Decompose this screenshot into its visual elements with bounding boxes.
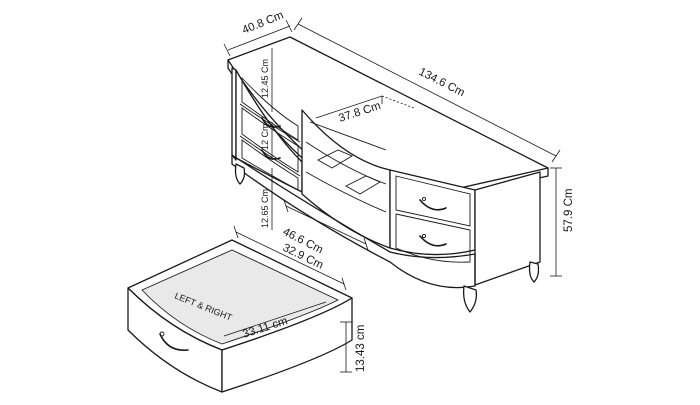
left-drawer-front-bot (241, 139, 299, 191)
height-label: 57.9 Cm (563, 189, 575, 232)
drawer-depth-dimension-line (235, 231, 345, 285)
right-drawer-knob-2 (421, 233, 427, 239)
depth-dimension-line (227, 25, 291, 51)
left-drawer-front-mid (241, 107, 299, 173)
drawer-side-panel (221, 297, 353, 393)
inner-depth-dimension-line (285, 205, 367, 245)
drawer-height-label: 13.43 cm (355, 325, 367, 372)
drawer-middle-height-label: 12 Cm (260, 123, 270, 150)
drawer-top-height-label: 12.45 Cm (260, 59, 270, 98)
shelf-back-top (309, 121, 387, 151)
shelf-glass-2 (345, 175, 381, 195)
depth-label: 40.8 Cm (241, 9, 286, 36)
drawer-rim-inner (141, 249, 340, 345)
drawer-handle-knob (159, 331, 165, 337)
right-drawer-front-bot (395, 213, 471, 263)
left-drawer-handle-1 (261, 117, 281, 128)
width-dimension-line (297, 23, 557, 157)
right-drawer-handle-2 (419, 235, 447, 247)
drawer-handle (159, 333, 189, 351)
shelf-glass-1 (317, 149, 353, 169)
drawer-detail: LEFT & RIGHT 32.9 Cm 33.11 cm 13.43 cm (127, 225, 367, 393)
drawer-width-dimension-line (223, 301, 327, 337)
left-drawer-front-top (241, 76, 299, 141)
right-drawer-front-top (395, 175, 471, 227)
right-drawer-handle-1 (419, 199, 447, 211)
width-label: 134.6 Cm (417, 66, 467, 99)
shelf-2 (305, 171, 387, 213)
foot-right (528, 261, 540, 283)
left-drawer-divider-1 (239, 103, 301, 143)
unit-right-side (474, 171, 541, 286)
tv-unit (227, 36, 549, 313)
right-drawer-knob-1 (421, 196, 427, 202)
foot-left (234, 163, 246, 185)
left-drawer-divider-2 (239, 135, 301, 177)
unit-left-side (231, 67, 237, 161)
drawer-bottom-height-label: 12.65 Cm (260, 189, 270, 228)
left-drawer-handle-2 (261, 149, 281, 160)
foot-front (462, 285, 478, 313)
